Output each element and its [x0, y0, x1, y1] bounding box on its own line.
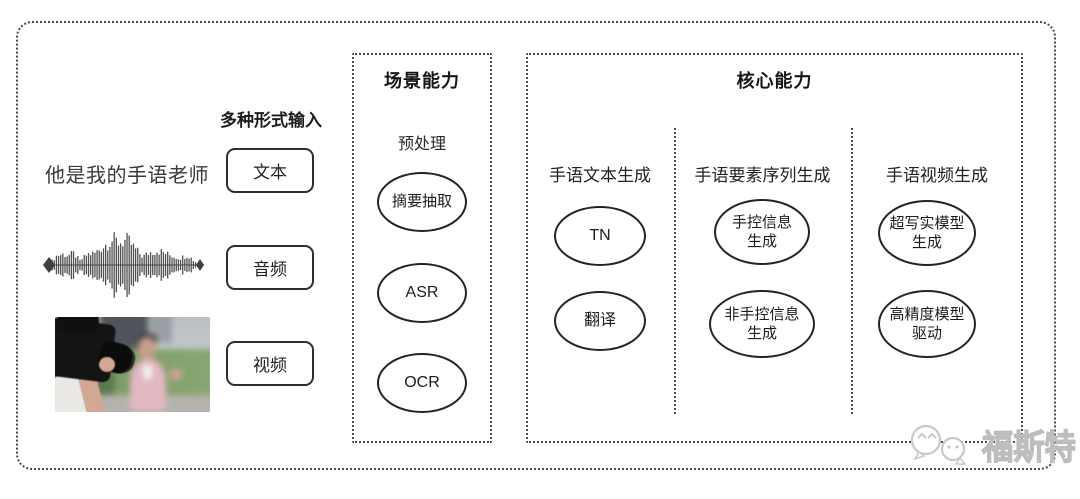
node-ocr-label: OCR	[404, 373, 440, 391]
node-non-manual-info-generation: 非手控信息 生成	[709, 290, 815, 358]
node-summary-extraction: 摘要抽取	[377, 172, 467, 232]
input-node-audio-label: 音频	[253, 260, 287, 279]
node-hyperrealistic-line1: 超写实模型	[889, 214, 965, 232]
column-header-text-generation: 手语文本生成	[549, 166, 651, 185]
watermark-text: 福斯特	[981, 428, 1076, 467]
node-high-precision-model-driving: 高精度模型 驱动	[878, 290, 976, 358]
input-node-text: 文本	[226, 148, 314, 193]
node-ocr: OCR	[377, 353, 467, 413]
core-column-divider-1	[674, 128, 676, 414]
scene-capability-box	[352, 53, 492, 443]
input-node-audio: 音频	[226, 245, 314, 290]
input-node-video: 视频	[226, 341, 314, 386]
input-node-text-label: 文本	[253, 163, 287, 182]
node-manual-info-line2: 生成	[746, 233, 777, 250]
node-asr: ASR	[377, 263, 467, 323]
node-asr-label: ASR	[405, 283, 439, 301]
node-translation-label: 翻译	[583, 311, 616, 329]
column-header-video-generation: 手语视频生成	[886, 166, 988, 185]
node-manual-info-generation: 手控信息 生成	[714, 199, 810, 265]
watermark: 福斯特	[908, 420, 1080, 469]
photo-foreground-camera	[55, 317, 210, 412]
node-tn: TN	[554, 206, 646, 266]
camera-interview-photo	[55, 317, 210, 412]
node-tn-label: TN	[589, 226, 611, 244]
audio-waveform-image	[43, 232, 204, 298]
outer-dotted-frame	[16, 21, 1056, 470]
input-section-header: 多种形式输入	[220, 111, 322, 130]
node-non-manual-info-line1: 非手控信息	[724, 305, 800, 323]
text-input-example: 他是我的手语老师	[45, 165, 209, 187]
core-box-title: 核心能力	[736, 71, 813, 91]
node-translation: 翻译	[554, 291, 646, 351]
node-high-precision-line2: 驱动	[911, 325, 942, 342]
node-hyperrealistic-line2: 生成	[911, 234, 942, 251]
preprocess-label: 预处理	[397, 136, 446, 153]
node-summary-extraction-label: 摘要抽取	[391, 193, 452, 211]
node-high-precision-line1: 高精度模型	[889, 305, 965, 323]
scene-box-title: 场景能力	[384, 71, 460, 91]
chat-bubbles-logo-icon	[910, 424, 967, 465]
input-node-video-label: 视频	[253, 356, 287, 375]
node-non-manual-info-line2: 生成	[746, 325, 777, 342]
column-header-element-sequence-generation: 手语要素序列生成	[694, 166, 831, 185]
node-manual-info-line1: 手控信息	[731, 213, 792, 231]
core-capability-box	[526, 53, 1023, 443]
core-column-divider-2	[851, 128, 853, 414]
node-hyperrealistic-model-generation: 超写实模型 生成	[878, 200, 976, 266]
